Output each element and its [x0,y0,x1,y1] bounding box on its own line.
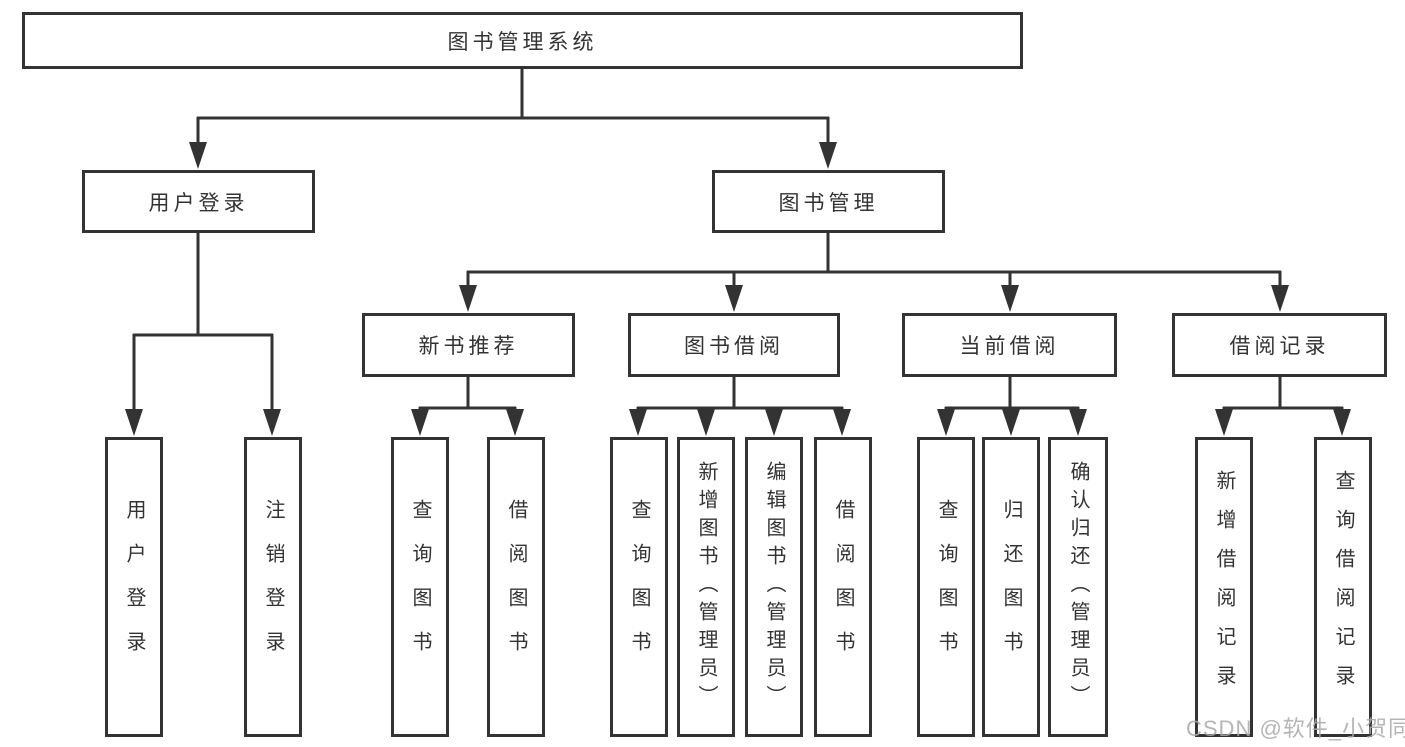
leaf-query-borrow-record: 查询借阅记录 [1314,437,1372,737]
csdn-watermark: CSDN @软件_小贺同学 [1186,716,1405,741]
leaf-confirm-return-admin: 确认归还（管理员） [1048,437,1108,737]
leaf-add-borrow-record: 新增借阅记录 [1195,437,1253,737]
leaf-logout-login: 注销登录 [244,437,302,737]
leaf-query-books-borrow: 查询图书 [610,437,668,737]
node-book-management: 图书管理 [712,170,945,233]
node-book-borrow: 图书借阅 [628,313,840,377]
leaf-return-book: 归还图书 [982,437,1040,737]
leaf-query-books-current: 查询图书 [917,437,975,737]
node-new-book-recommend: 新书推荐 [362,313,575,377]
leaf-add-book-admin: 新增图书（管理员） [677,437,735,737]
node-current-borrow: 当前借阅 [902,313,1117,377]
node-borrow-records: 借阅记录 [1172,313,1387,377]
leaf-borrow-books-recommend: 借阅图书 [487,437,545,737]
leaf-query-books-recommend: 查询图书 [391,437,449,737]
leaf-user-login: 用户登录 [105,437,163,737]
node-root-system: 图书管理系统 [22,12,1023,69]
leaf-edit-book-admin: 编辑图书（管理员） [745,437,803,737]
node-user-login: 用户登录 [82,170,315,233]
leaf-borrow-books: 借阅图书 [814,437,872,737]
